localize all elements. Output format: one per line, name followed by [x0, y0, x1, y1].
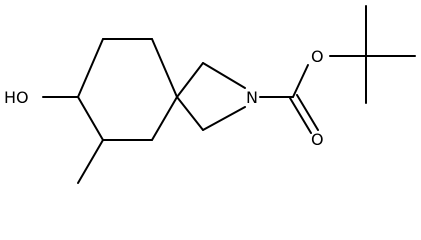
carbonyl-oxygen-label: O: [311, 130, 324, 149]
chemical-structure: HO N O O: [4, 5, 416, 184]
bond-c2-spiro: [151, 38, 178, 98]
bond-c5-methyl: [77, 139, 104, 184]
bond-spiro-ca: [176, 62, 204, 98]
bond-c5-c6: [77, 96, 104, 141]
bond-spiro-c4: [151, 96, 178, 141]
bond-carbonyl-ether: [292, 64, 309, 98]
bond-carbonyl-double-2: [296, 94, 319, 131]
bond-ca-n: [202, 62, 246, 89]
azetidine-ring: [176, 62, 246, 131]
bond-carbonyl-double-1: [289, 97, 312, 134]
bond-n-cb: [202, 106, 246, 131]
hydroxyl-label: HO: [4, 88, 29, 107]
nitrogen-label: N: [246, 88, 258, 107]
ether-oxygen-label: O: [311, 47, 324, 66]
cyclohexane-ring: [77, 38, 178, 141]
bond-cb-spiro: [176, 96, 204, 131]
bond-c6-c1: [77, 38, 104, 98]
boc-group: [259, 5, 416, 134]
